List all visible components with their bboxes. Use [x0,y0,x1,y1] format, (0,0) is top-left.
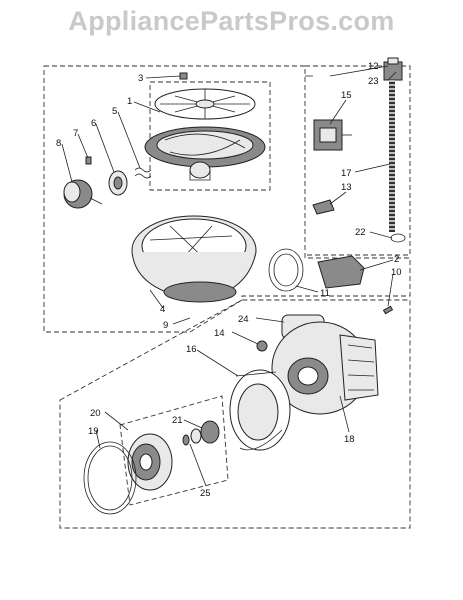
spray-arm-gear [144,126,266,181]
label-12: 12 [368,61,379,72]
label-5: 5 [112,106,117,117]
part-2-sensor [317,255,365,289]
label-11: 11 [320,288,330,299]
frame-right-box [305,65,411,256]
label-9: 9 [163,320,168,331]
part-8-motor-cap [63,179,103,209]
part-15-valve [313,119,352,151]
label-16: 16 [186,344,197,355]
label-24: 24 [238,314,249,325]
label-8: 8 [56,138,61,149]
outer-frame-upper [43,65,411,333]
part-7-screw [85,156,92,165]
part-11-gasket [268,248,304,292]
label-1: 1 [127,96,132,107]
part-22-clamp [390,233,406,243]
label-19: 19 [88,426,99,437]
part-13-bracket [312,199,335,215]
part-10-screw [382,305,394,315]
part-6-disc [108,170,128,196]
leader-lines [61,65,397,487]
label-17: 17 [341,168,352,179]
label-14: 14 [214,328,225,339]
label-20: 20 [90,408,101,419]
label-6: 6 [91,118,96,129]
part-21-seal [182,420,220,446]
label-7: 7 [73,128,78,139]
label-2: 2 [394,254,399,265]
part-20-impeller [127,433,173,491]
part-1-filter-plate [154,88,256,120]
part-4-sump [131,215,257,303]
label-15: 15 [341,90,352,101]
part-23-connector [383,57,403,81]
part-14-nut [256,340,268,352]
part-19-o-ring [83,441,137,515]
part-3-screw [179,72,188,80]
part-5-spring [134,167,152,179]
label-23: 23 [368,76,379,87]
label-22: 22 [355,227,366,238]
label-25: 25 [200,488,211,499]
watermark: AppliancePartsPros.com [68,6,395,36]
label-3: 3 [138,73,143,84]
label-21: 21 [172,415,183,426]
label-13: 13 [341,182,352,193]
part-16-pump-housing [229,369,291,451]
part-18-pump-motor [271,314,379,415]
label-10: 10 [391,267,402,278]
label-4: 4 [160,304,165,315]
label-18: 18 [344,434,355,445]
outer-frame-lower [59,299,411,529]
